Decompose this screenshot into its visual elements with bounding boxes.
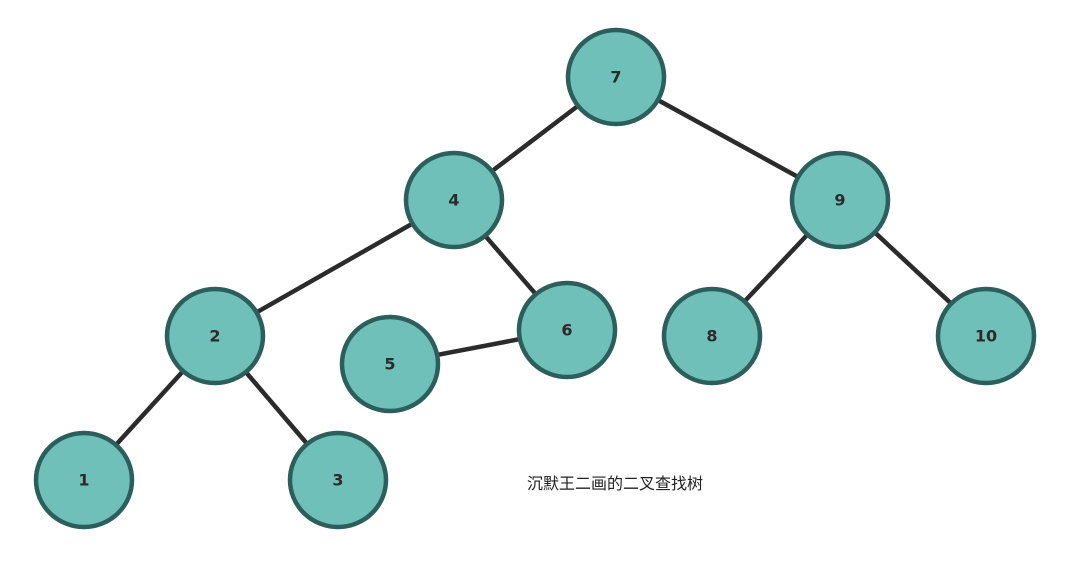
tree-edge-n2-n3 bbox=[243, 370, 310, 446]
tree-node-circle bbox=[935, 286, 1037, 386]
tree-node-label: 6 bbox=[561, 321, 572, 340]
tree-node-circle bbox=[516, 280, 618, 380]
tree-node-label: 1 bbox=[78, 471, 89, 490]
tree-node-circle bbox=[789, 150, 891, 250]
tree-node-1: 1 bbox=[33, 430, 135, 530]
tree-node-label: 10 bbox=[975, 327, 997, 346]
tree-edge-n2-n1 bbox=[114, 369, 185, 447]
tree-node-circle bbox=[403, 150, 505, 250]
tree-node-4: 4 bbox=[403, 150, 505, 250]
tree-edge-n9-n8 bbox=[742, 232, 810, 304]
tree-edge-n7-n4 bbox=[489, 103, 581, 174]
tree-node-circle bbox=[565, 27, 667, 127]
tree-node-label: 8 bbox=[706, 327, 717, 346]
tree-node-10: 10 bbox=[935, 286, 1037, 386]
tree-node-circle bbox=[164, 286, 266, 386]
tree-edge-n9-n10 bbox=[872, 230, 954, 306]
tree-edge-n4-n2 bbox=[254, 221, 415, 315]
tree-edges bbox=[114, 97, 954, 447]
tree-node-label: 4 bbox=[448, 191, 459, 210]
diagram-caption: 沉默王二画的二叉查找树 bbox=[527, 474, 704, 493]
tree-node-6: 6 bbox=[516, 280, 618, 380]
tree-node-2: 2 bbox=[164, 286, 266, 386]
tree-node-3: 3 bbox=[287, 430, 389, 530]
tree-node-label: 3 bbox=[332, 471, 343, 490]
tree-node-9: 9 bbox=[789, 150, 891, 250]
tree-node-label: 7 bbox=[610, 68, 621, 87]
tree-node-5: 5 bbox=[339, 314, 441, 414]
tree-edge-n7-n9 bbox=[655, 97, 801, 180]
tree-node-circle bbox=[287, 430, 389, 530]
tree-edge-n4-n6 bbox=[483, 233, 538, 297]
tree-node-label: 5 bbox=[384, 355, 395, 374]
tree-node-8: 8 bbox=[661, 286, 763, 386]
tree-node-circle bbox=[33, 430, 135, 530]
tree-node-circle bbox=[661, 286, 763, 386]
tree-node-circle bbox=[339, 314, 441, 414]
tree-node-label: 9 bbox=[834, 191, 845, 210]
tree-node-label: 2 bbox=[209, 327, 220, 346]
tree-edge-n6-n5 bbox=[434, 336, 523, 358]
tree-nodes: 7 4 9 2 6 5 8 10 1 3 bbox=[33, 27, 1037, 530]
tree-node-7: 7 bbox=[565, 27, 667, 127]
